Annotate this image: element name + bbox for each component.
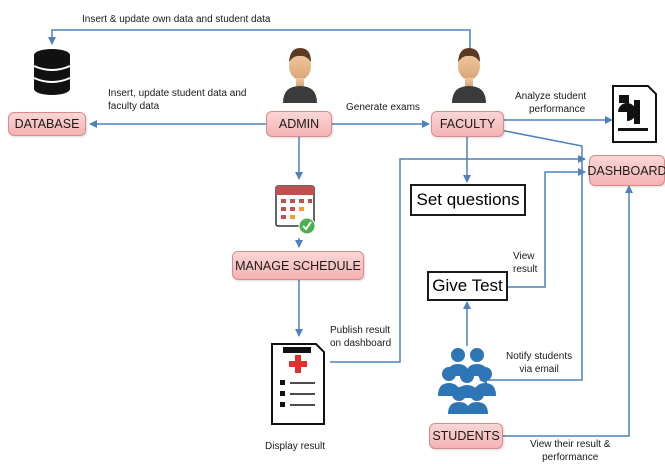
label-view-their-result: View their result & performance: [530, 439, 611, 463]
medical-report-icon: [271, 343, 325, 425]
group-icon: [438, 348, 496, 414]
arrow-students-to-dashboard: [503, 185, 633, 437]
node-admin: ADMIN: [266, 111, 332, 137]
faculty-avatar-icon: [452, 48, 486, 103]
label-generate-exams: Generate exams: [346, 102, 420, 113]
node-database: DATABASE: [8, 112, 86, 136]
arrow-givetest-to-dashboard: [508, 168, 586, 288]
admin-avatar-icon: [283, 48, 317, 103]
node-faculty: FACULTY: [431, 111, 504, 137]
label-insert-update-own: Insert & update own data and student dat…: [82, 14, 271, 25]
node-manage-schedule: MANAGE SCHEDULE: [232, 251, 364, 280]
calendar-check-icon: [275, 185, 316, 235]
label-publish-result: Publish result on dashboard: [330, 325, 392, 349]
node-set-questions: Set questions: [410, 184, 526, 216]
node-give-test: Give Test: [427, 271, 508, 301]
arrow-faculty-to-database: [48, 29, 471, 50]
database-icon: [33, 49, 71, 95]
arrow-publish-to-dashboard: [330, 155, 586, 363]
label-view-result: View result: [513, 251, 538, 275]
node-students: STUDENTS: [429, 423, 503, 449]
arrow-faculty-to-students: [479, 129, 583, 384]
connectors: [48, 29, 633, 437]
label-insert-update-student: Insert, update student data and faculty …: [108, 88, 247, 112]
label-notify-students: Notify students via email: [506, 351, 573, 375]
label-display-result: Display result: [265, 441, 326, 452]
node-dashboard: DASHBOARD: [587, 155, 665, 186]
report-icon: [612, 85, 657, 143]
label-analyze-performance: Analyze student performance: [515, 91, 587, 115]
